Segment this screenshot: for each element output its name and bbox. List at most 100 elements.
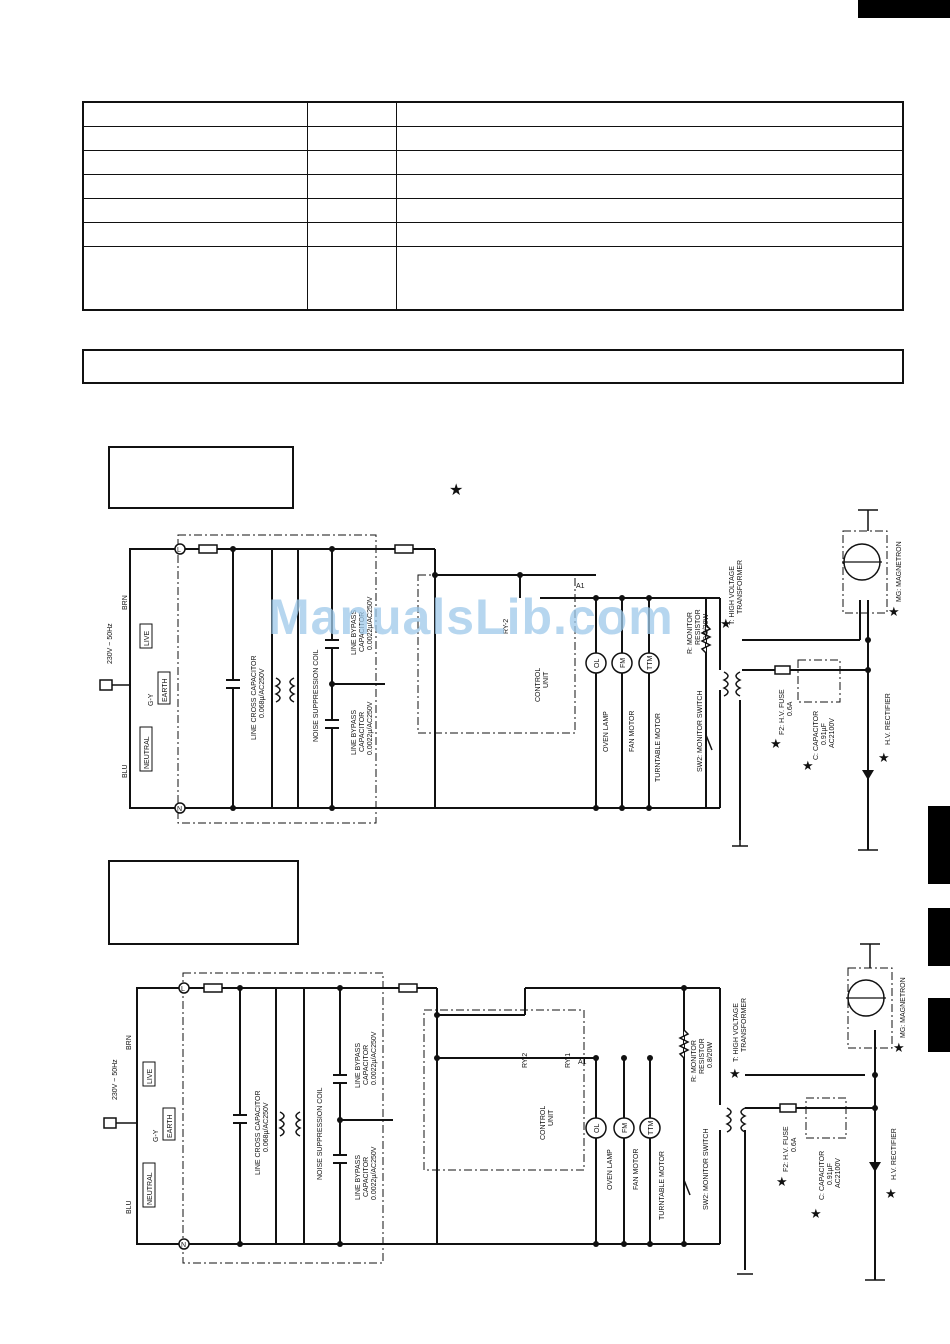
schematic-diagram-2: L N 230V ~ 50Hz BRN BLU LIVE EARTH G-Y N…	[103, 943, 907, 1281]
transformer-label-2: TRANSFORMER	[741, 998, 748, 1052]
table-row	[84, 126, 902, 127]
star-icon: ★	[885, 1186, 897, 1201]
supply-label: 230V ~ 50Hz	[107, 623, 114, 664]
side-tab-2	[928, 908, 950, 966]
transformer-label-1: T: HIGH VOLTAGE	[729, 566, 736, 625]
neutral-label: NEUTRAL	[144, 736, 151, 769]
monitor-switch-label: SW2: MONITOR SWITCH	[697, 690, 704, 772]
ol-label: OL	[594, 1124, 601, 1133]
capacitor-label-2: 0.91µF	[827, 1163, 834, 1185]
live-label: LIVE	[147, 1068, 154, 1084]
line-cross-cap-value: 0.068µ/AC250V	[263, 1102, 270, 1152]
spec-table	[82, 101, 904, 311]
rectifier-label: H.V. RECTIFIER	[885, 693, 892, 745]
rectifier-label: H.V. RECTIFIER	[891, 1128, 898, 1180]
blu-label: BLU	[122, 764, 129, 778]
star-icon: ★	[720, 616, 732, 631]
schematic-diagram-1: L N 230V ~ 50Hz BRN BLU LIVE EARTH G-Y N…	[99, 509, 903, 851]
ry1-label: RY-1	[565, 1053, 572, 1068]
bypass-bot-label-2: CAPACITOR	[363, 1157, 370, 1197]
fuse-label-2: 0.6A	[791, 1137, 798, 1152]
fuse-label-2: 0.6A	[787, 701, 794, 716]
star-icon: ★	[810, 1206, 822, 1221]
bypass-top-value: 0.0022µ/AC250V	[367, 596, 374, 650]
capacitor-label-1: C: CAPACITOR	[819, 1151, 826, 1200]
fan-motor-label: FAN MOTOR	[633, 1149, 640, 1190]
bypass-bot-label: LINE BYPASS	[351, 710, 358, 755]
turntable-motor-label: TURNTABLE MOTOR	[655, 713, 662, 782]
turntable-motor-label: TURNTABLE MOTOR	[659, 1151, 666, 1220]
terminal-l-label: L	[181, 986, 185, 993]
gy-label: G-Y	[148, 693, 155, 706]
resistor-label-3: 0.8/20W	[707, 1042, 714, 1068]
resistor-label-2: RESISTOR	[699, 1038, 706, 1074]
star-icon: ★	[893, 1040, 905, 1055]
diagram1-title-box	[108, 446, 294, 509]
live-label: LIVE	[144, 630, 151, 646]
star-icon: ★	[729, 1066, 741, 1081]
bypass-top-label-2: CAPACITOR	[359, 612, 366, 652]
bypass-top-label: LINE BYPASS	[351, 610, 358, 655]
brn-label: BRN	[122, 595, 129, 610]
transformer-label-1: T: HIGH VOLTAGE	[733, 1003, 740, 1062]
bypass-bot-value: 0.0022µ/AC250V	[367, 701, 374, 755]
bypass-bot-value: 0.0022µ/AC250V	[371, 1146, 378, 1200]
fuse-label-1: F2: H.V. FUSE	[783, 1126, 790, 1172]
terminal-n-label: N	[177, 806, 182, 813]
star-icon: ★	[770, 736, 782, 751]
line-cross-cap-label: LINE CROSS CAPACITOR	[251, 655, 258, 740]
star-icon: ★	[878, 750, 890, 765]
a1-label: A1	[576, 583, 585, 590]
brn-label: BRN	[126, 1035, 133, 1050]
table-row	[84, 198, 902, 199]
transformer-label-2: TRANSFORMER	[737, 560, 744, 614]
capacitor-label-3: AC2100V	[829, 718, 836, 748]
side-tab-1	[928, 806, 950, 884]
table-row	[84, 174, 902, 175]
ry2-label: RY-2	[522, 1053, 529, 1068]
monitor-switch-label: SW2: MONITOR SWITCH	[703, 1128, 710, 1210]
capacitor-label-3: AC2100V	[835, 1158, 842, 1188]
table-row	[84, 246, 902, 247]
diagram2-title-box	[108, 860, 299, 945]
blu-label: BLU	[126, 1200, 133, 1214]
noise-coil-label: NOISE SUPPRESSION COIL	[313, 649, 320, 742]
line-cross-cap-label: LINE CROSS CAPACITOR	[255, 1090, 262, 1175]
bypass-bot-label-2: CAPACITOR	[359, 712, 366, 752]
gy-label: G-Y	[153, 1129, 160, 1142]
ttm-label: TTM	[648, 1120, 655, 1135]
fan-motor-label: FAN MOTOR	[629, 711, 636, 752]
magnetron-label: MG: MAGNETRON	[896, 541, 903, 602]
control-label: CONTROL	[535, 668, 542, 702]
neutral-label: NEUTRAL	[147, 1172, 154, 1205]
bypass-top-value: 0.0022µ/AC250V	[371, 1031, 378, 1085]
resistor-label-3: 0.8/20W	[703, 614, 710, 640]
control-label: CONTROL	[540, 1106, 547, 1140]
table-col-divider	[307, 103, 308, 309]
bypass-top-label-2: CAPACITOR	[363, 1045, 370, 1085]
table-row	[84, 222, 902, 223]
star-icon: ★	[888, 604, 900, 619]
magnetron-label: MG: MAGNETRON	[900, 977, 907, 1038]
noise-coil-label: NOISE SUPPRESSION COIL	[317, 1087, 324, 1180]
resistor-label-1: R: MONITOR	[691, 1040, 698, 1082]
star-icon: ★	[802, 758, 814, 773]
star-icon: ★	[449, 482, 464, 499]
fm-label: FM	[622, 1123, 629, 1133]
oven-lamp-label: OVEN LAMP	[607, 1149, 614, 1190]
ol-label: OL	[594, 659, 601, 668]
page-corner-tab	[858, 0, 950, 18]
a1-label: A1	[578, 1059, 587, 1066]
capacitor-label-1: C: CAPACITOR	[813, 711, 820, 760]
table-row	[84, 150, 902, 151]
note-box	[82, 349, 904, 384]
bypass-top-label: LINE BYPASS	[355, 1043, 362, 1088]
terminal-l-label: L	[177, 547, 181, 554]
unit-label: UNIT	[548, 1109, 555, 1126]
watermark: ManualsLib.com	[268, 589, 674, 645]
bypass-bot-label: LINE BYPASS	[355, 1155, 362, 1200]
ry2-label: RY-2	[503, 619, 510, 634]
line-cross-cap-value: 0.068µ/AC250V	[259, 668, 266, 718]
side-tab-3	[928, 998, 950, 1052]
star-icon: ★	[776, 1174, 788, 1189]
